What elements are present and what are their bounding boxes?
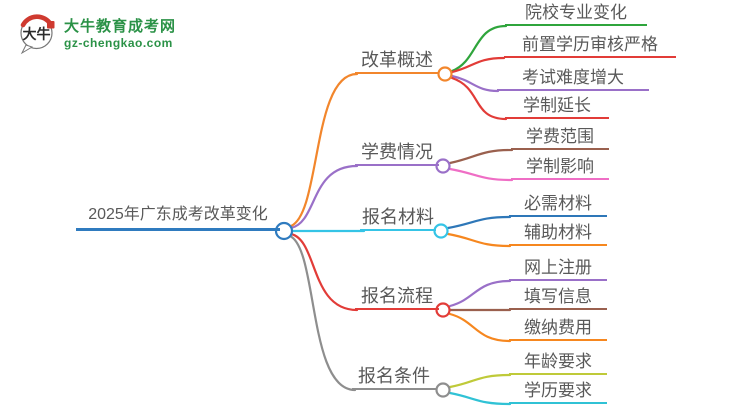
site-domain: gz-chengkao.com <box>64 36 173 50</box>
branch-node-conditions: 报名条件 <box>352 364 436 390</box>
branch-node-process: 报名流程 <box>355 284 439 310</box>
leaf-node-required-materials: 必需材料 <box>509 193 607 217</box>
leaf-node-prior-degree-check: 前置学历审核严格 <box>504 34 676 58</box>
branch-circle-materials <box>433 223 449 239</box>
branch-circle-process <box>435 302 451 318</box>
branch-node-reform-overview: 改革概述 <box>355 48 439 74</box>
site-logo[interactable]: 大牛 大牛教育成考网 gz-chengkao.com <box>18 12 176 56</box>
connector-branch-conditions <box>288 234 357 392</box>
leaf-node-pay-fee: 缴纳费用 <box>509 317 607 341</box>
branch-node-materials: 报名材料 <box>360 205 436 231</box>
connector-leaf-exam-difficulty <box>450 74 500 93</box>
logo-icon: 大牛 <box>20 14 55 55</box>
branch-circle-reform-overview <box>437 66 453 82</box>
connector-leaf-college-major-change <box>450 24 508 73</box>
connector-branch-tuition <box>289 164 359 230</box>
root-node-circle <box>274 221 294 241</box>
leaf-node-college-major-change: 院校专业变化 <box>505 2 647 26</box>
connector-branch-process <box>289 232 359 312</box>
connector-leaf-online-register <box>448 279 512 308</box>
leaf-node-age-requirement: 年龄要求 <box>509 351 607 375</box>
leaf-node-online-register: 网上注册 <box>509 257 607 281</box>
connector-leaf-schooling-extended <box>450 76 508 121</box>
connector-branch-reform-overview <box>289 72 359 228</box>
leaf-node-fill-info: 填写信息 <box>509 286 607 310</box>
connector-leaf-degree-requirement <box>448 391 512 406</box>
connector-leaf-required-materials <box>446 215 512 230</box>
leaf-node-exam-difficulty: 考试难度增大 <box>497 67 649 91</box>
branch-node-tuition: 学费情况 <box>355 140 439 166</box>
site-name: 大牛教育成考网 <box>64 18 177 35</box>
logo-text-block: 大牛教育成考网 gz-chengkao.com <box>64 18 176 50</box>
leaf-node-tuition-range: 学费范围 <box>511 126 609 150</box>
mindmap-root-node: 2025年广东成考改革变化 <box>76 202 280 231</box>
branch-circle-conditions <box>435 382 451 398</box>
connector-leaf-schooling-impact <box>448 167 514 182</box>
connector-leaf-prior-degree-check <box>450 56 506 74</box>
connector-leaf-tuition-range <box>448 148 514 165</box>
logo-seal <box>47 21 55 29</box>
branch-circle-tuition <box>435 158 451 174</box>
logo-icon-text: 大牛 <box>23 26 51 43</box>
leaf-node-schooling-extended: 学制延长 <box>505 95 609 119</box>
connector-leaf-pay-fee <box>448 312 512 343</box>
connector-leaf-age-requirement <box>448 373 512 389</box>
logo-bubble-tail <box>20 44 34 55</box>
leaf-node-schooling-impact: 学制影响 <box>511 156 609 180</box>
connector-leaf-auxiliary-materials <box>446 232 512 248</box>
leaf-node-degree-requirement: 学历要求 <box>509 380 607 404</box>
leaf-node-auxiliary-materials: 辅助材料 <box>509 222 607 246</box>
